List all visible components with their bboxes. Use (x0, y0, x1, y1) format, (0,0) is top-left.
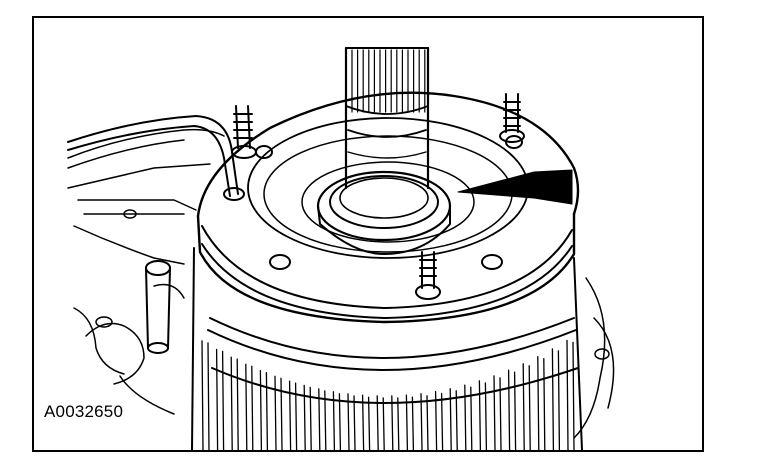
drum-spline-tooth (522, 363, 531, 450)
drum-spline-tooth (449, 388, 458, 450)
drum-spline-tooth (332, 391, 342, 450)
clutch-drum (191, 247, 583, 450)
piston-housing (196, 91, 580, 324)
drum-spline-tooth (537, 356, 546, 450)
drum-spline-tooth (274, 375, 283, 450)
drum-spline-tooth (420, 393, 429, 450)
drum-spline-tooth (405, 394, 415, 450)
fluid-tube (67, 115, 245, 201)
shaft-splines (351, 49, 426, 113)
drum-spline-tooth (215, 348, 225, 450)
stud-left (231, 105, 257, 159)
stud-right (499, 93, 525, 143)
drum-spline-tooth (318, 388, 327, 450)
dowel-pin (145, 260, 171, 354)
case-housing (67, 128, 225, 415)
drum-spline-tooth (230, 356, 239, 450)
drum-spline-tooth (551, 348, 561, 450)
drum-spline-tooth (478, 380, 488, 450)
drum-spline-tooth (434, 390, 444, 450)
transmission-component-drawing (67, 46, 615, 450)
drum-spline-tooth (303, 384, 312, 450)
illustration-frame: A0032650 (32, 16, 704, 452)
drum-spline-tooth (245, 363, 254, 450)
drum-spline-tooth (288, 380, 298, 450)
drum-spline-tooth (201, 340, 210, 450)
hub-seal (316, 170, 452, 255)
pointer-arrow-shaft-icon (528, 174, 572, 200)
input-shaft (344, 46, 430, 190)
drum-splines (201, 339, 575, 450)
stud-front (415, 251, 441, 300)
drum-spline-tooth (391, 395, 400, 450)
drum-spline-tooth (464, 384, 473, 450)
drum-spline-tooth (507, 369, 517, 450)
figure-id-label: A0032650 (44, 402, 124, 421)
drum-spline-tooth (566, 339, 575, 450)
drum-spline-tooth (347, 393, 356, 450)
drum-spline-tooth (493, 375, 502, 450)
case-ring-right (573, 277, 615, 439)
drum-spline-tooth (259, 369, 269, 450)
drum-spline-tooth (376, 395, 385, 450)
drum-spline-tooth (361, 394, 371, 450)
